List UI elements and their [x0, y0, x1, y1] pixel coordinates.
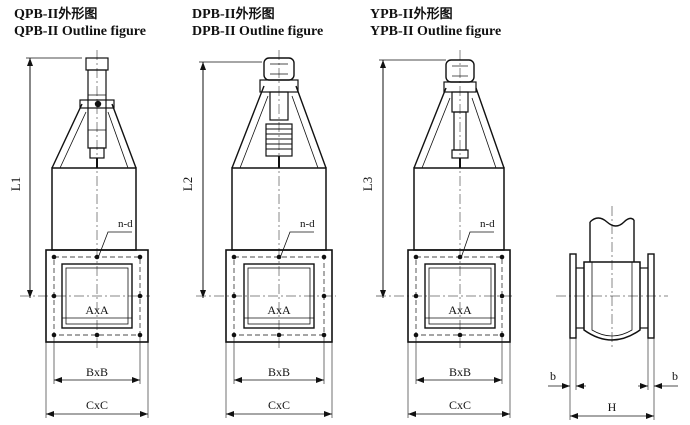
side-right-b-label: b [672, 369, 678, 383]
ypb-title-zh: 外形图 [413, 7, 453, 22]
dpb-hole-label: n-d [300, 218, 315, 230]
side-width-label: H [608, 400, 617, 414]
qpb-title-zh: 外形图 [58, 7, 98, 22]
qpb-hole-label: n-d [118, 218, 133, 230]
qpb-title: QPB-II外形图 QPB-II Outline figure [14, 6, 146, 40]
ypb-title-code: YPB-II [370, 7, 414, 22]
dpb-title: DPB-II外形图 DPB-II Outline figure [192, 6, 323, 40]
ypb-title-en: YPB-II Outline figure [370, 24, 502, 39]
qpb-mid-label: BxB [86, 365, 108, 379]
ypb-height-label: L3 [360, 177, 375, 191]
qpb-inner-label: AxA [85, 303, 109, 317]
dpb-title-zh: 外形图 [235, 7, 275, 22]
dpb-inner-label: AxA [267, 303, 291, 317]
side-left-b-label: b [550, 369, 556, 383]
qpb-height-label: L1 [8, 177, 23, 191]
dpb-title-en: DPB-II Outline figure [192, 24, 324, 39]
ypb-hole-label: n-d [480, 218, 495, 230]
ypb-outer-label: CxC [449, 398, 471, 412]
dpb-outer-label: CxC [268, 398, 290, 412]
ypb-mid-label: BxB [449, 365, 471, 379]
ypb-figure: L3 n-d AxA BxB [360, 50, 514, 418]
qpb-title-code: QPB-II [14, 7, 59, 22]
dpb-figure: L2 n-d [180, 50, 336, 418]
ypb-title: YPB-II外形图 YPB-II Outline figure [370, 6, 501, 40]
qpb-outer-label: CxC [86, 398, 108, 412]
dpb-mid-label: BxB [268, 365, 290, 379]
side-view: b b H [548, 206, 678, 420]
dpb-height-label: L2 [180, 177, 195, 191]
qpb-title-en: QPB-II Outline figure [14, 24, 146, 39]
qpb-figure: L1 n-d AxA [8, 50, 150, 418]
dpb-title-code: DPB-II [192, 7, 236, 22]
ypb-inner-label: AxA [448, 303, 472, 317]
